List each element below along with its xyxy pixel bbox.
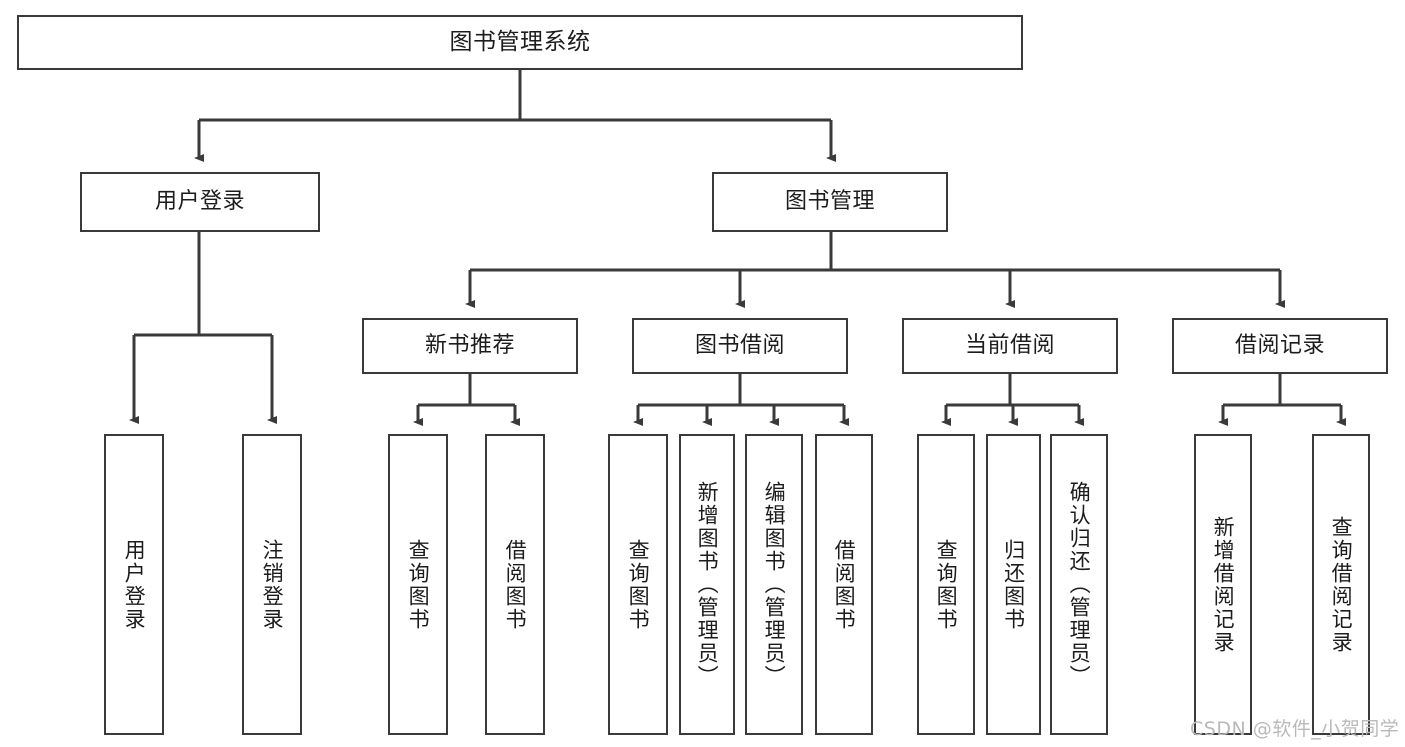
leaf-add-book-admin[interactable]: 新增图书（管理员） <box>679 434 735 735</box>
node-book-borrow[interactable]: 图书借阅 <box>632 318 848 374</box>
leaf-label: 新增图书（管理员） <box>695 481 720 688</box>
leaf-borrow-book[interactable]: 借阅图书 <box>815 434 873 735</box>
leaf-label: 用户登录 <box>122 538 147 631</box>
node-new-book-recommend[interactable]: 新书推荐 <box>362 318 578 374</box>
watermark: CSDN @软件_小贺同学 <box>1190 718 1400 740</box>
leaf-label: 编辑图书（管理员） <box>762 481 787 688</box>
leaf-query-book-borrow[interactable]: 查询图书 <box>608 434 668 735</box>
leaf-label: 借阅图书 <box>832 538 857 631</box>
leaf-label: 确认归还（管理员） <box>1067 481 1092 688</box>
leaf-add-borrow-record[interactable]: 新增借阅记录 <box>1194 434 1252 735</box>
leaf-label: 查询借阅记录 <box>1329 515 1354 654</box>
leaf-return-book[interactable]: 归还图书 <box>986 434 1041 735</box>
leaf-query-borrow-record[interactable]: 查询借阅记录 <box>1312 434 1370 735</box>
leaf-borrow-book-newbook[interactable]: 借阅图书 <box>485 434 545 735</box>
node-borrow-records[interactable]: 借阅记录 <box>1172 318 1388 374</box>
node-book-management[interactable]: 图书管理 <box>712 172 948 232</box>
node-root[interactable]: 图书管理系统 <box>17 15 1023 70</box>
leaf-label: 注销登录 <box>260 538 285 631</box>
leaf-logout[interactable]: 注销登录 <box>242 434 302 735</box>
leaf-query-book-current[interactable]: 查询图书 <box>917 434 975 735</box>
leaf-label: 查询图书 <box>626 538 651 631</box>
leaf-user-login[interactable]: 用户登录 <box>104 434 164 735</box>
leaf-label: 归还图书 <box>1001 538 1026 631</box>
node-current-borrow[interactable]: 当前借阅 <box>902 318 1118 374</box>
leaf-label: 查询图书 <box>934 538 959 631</box>
node-user-login[interactable]: 用户登录 <box>80 172 320 232</box>
leaf-label: 查询图书 <box>406 538 431 631</box>
leaf-edit-book-admin[interactable]: 编辑图书（管理员） <box>745 434 803 735</box>
leaf-confirm-return-admin[interactable]: 确认归还（管理员） <box>1050 434 1108 735</box>
leaf-label: 新增借阅记录 <box>1211 515 1236 654</box>
leaf-label: 借阅图书 <box>503 538 528 631</box>
leaf-query-book-newbook[interactable]: 查询图书 <box>388 434 448 735</box>
